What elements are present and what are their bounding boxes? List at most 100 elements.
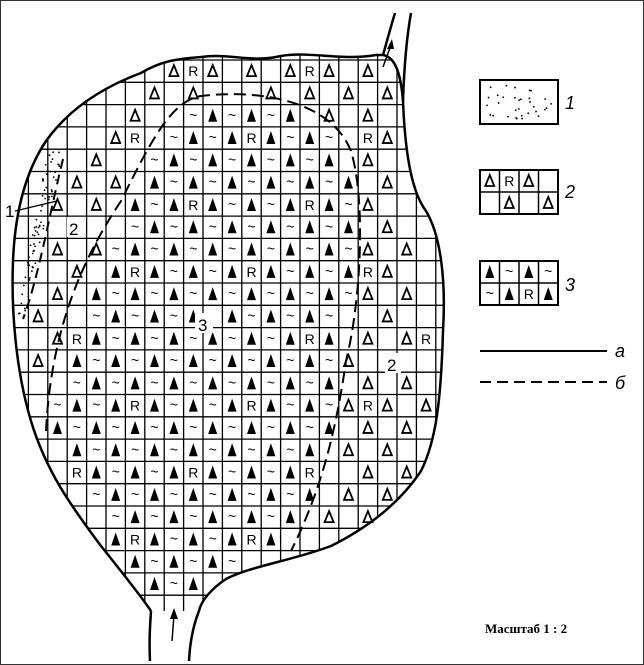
open-triangle-icon — [32, 308, 44, 323]
stipple-dot — [528, 97, 531, 100]
filled-triangle-icon — [285, 108, 295, 122]
filled-triangle-icon — [305, 443, 315, 457]
stipple-dot — [529, 101, 531, 103]
filled-triangle-icon — [247, 510, 256, 524]
tilde-symbol: ~ — [228, 196, 236, 212]
stipple-dot — [34, 245, 37, 248]
stipple-dot — [50, 189, 53, 191]
r-symbol: R — [524, 286, 534, 302]
tilde-symbol: ~ — [286, 174, 294, 190]
tilde-symbol: ~ — [189, 285, 197, 301]
stipple-dot — [28, 279, 31, 281]
stipple-dot — [24, 309, 27, 312]
tilde-symbol: ~ — [150, 374, 158, 390]
tilde-symbol: ~ — [150, 330, 158, 346]
tilde-symbol: ~ — [209, 397, 217, 413]
stipple-dot — [22, 284, 25, 287]
stipple-dot — [489, 86, 492, 89]
tilde-symbol: ~ — [228, 508, 236, 524]
stipple-dot — [35, 218, 38, 221]
tilde-symbol: ~ — [286, 307, 294, 323]
tilde-symbol: ~ — [112, 330, 120, 346]
r-symbol: R — [305, 197, 315, 213]
open-triangle-icon — [342, 486, 355, 501]
filled-triangle-icon — [208, 331, 218, 345]
filled-triangle-icon — [266, 443, 276, 457]
label-bg — [195, 313, 213, 333]
open-triangle-icon — [71, 263, 83, 278]
tilde-symbol: ~ — [189, 419, 197, 435]
tilde-symbol: ~ — [112, 419, 120, 435]
tilde-symbol: ~ — [247, 307, 255, 323]
filled-triangle-icon — [111, 532, 121, 546]
tilde-symbol: ~ — [209, 263, 217, 279]
open-triangle-icon — [362, 508, 374, 524]
tilde-symbol: ~ — [112, 241, 120, 257]
stipple-dot — [515, 117, 518, 120]
r-symbol: R — [421, 331, 431, 347]
filled-triangle-icon — [169, 287, 179, 301]
open-triangle-icon — [381, 218, 394, 234]
filled-triangle-icon — [227, 487, 237, 501]
label-bg — [385, 353, 401, 373]
tilde-symbol: ~ — [286, 441, 294, 457]
filled-triangle-icon — [227, 175, 237, 189]
tilde-symbol: ~ — [286, 218, 294, 234]
filled-triangle-icon — [247, 197, 256, 211]
tilde-symbol: ~ — [170, 575, 178, 591]
r-symbol: R — [305, 331, 315, 347]
boundary-dashed-zone1 — [22, 158, 64, 320]
filled-triangle-icon — [150, 487, 159, 501]
filled-triangle-icon — [285, 153, 295, 167]
map-label-zone3: 3 — [198, 316, 207, 335]
flow-arrow-top-icon — [382, 39, 394, 68]
filled-triangle-icon — [130, 554, 140, 568]
filled-triangle-icon — [169, 465, 179, 479]
tilde-symbol: ~ — [286, 263, 294, 279]
filled-triangle-icon — [208, 510, 218, 524]
filled-triangle-icon — [130, 510, 140, 524]
stipple-dot — [31, 252, 34, 255]
stipple-dot — [514, 86, 516, 89]
filled-triangle-icon — [247, 331, 256, 345]
filled-triangle-icon — [188, 577, 198, 591]
filled-triangle-icon — [485, 265, 495, 278]
tilde-symbol: ~ — [112, 285, 120, 301]
stipple-dot — [520, 98, 522, 101]
open-triangle-icon — [245, 62, 258, 78]
r-symbol: R — [188, 197, 198, 213]
open-triangle-icon — [362, 151, 374, 167]
open-triangle-icon — [90, 241, 103, 256]
tilde-symbol: ~ — [131, 486, 139, 502]
filled-triangle-icon — [169, 554, 179, 568]
r-symbol: R — [363, 130, 373, 146]
open-triangle-icon — [381, 129, 394, 144]
filled-triangle-icon — [247, 420, 256, 434]
filled-triangle-icon — [247, 242, 256, 256]
tilde-symbol: ~ — [228, 151, 236, 167]
filled-triangle-icon — [227, 220, 237, 234]
filled-triangle-icon — [150, 264, 159, 278]
tilde-symbol: ~ — [228, 553, 236, 569]
stipple-dot — [31, 234, 34, 236]
filled-triangle-icon — [285, 242, 295, 256]
tilde-symbol: ~ — [267, 285, 275, 301]
scale-text: Масштаб 1 : 2 — [485, 621, 567, 636]
stipple-dot — [535, 110, 537, 113]
open-triangle-icon — [400, 374, 413, 390]
tilde-symbol: ~ — [228, 285, 236, 301]
open-triangle-icon — [400, 285, 413, 301]
tilde-symbol: ~ — [325, 218, 333, 234]
filled-triangle-icon — [266, 398, 276, 412]
filled-triangle-icon — [130, 465, 140, 479]
filled-triangle-icon — [324, 420, 334, 434]
stipple-dot — [489, 114, 492, 116]
filled-triangle-icon — [169, 153, 179, 167]
filled-triangle-icon — [188, 443, 198, 457]
open-triangle-icon — [109, 174, 122, 189]
filled-triangle-icon — [285, 197, 295, 211]
stipple-dot — [50, 160, 53, 163]
label-bg — [67, 217, 83, 237]
filled-triangle-icon — [266, 309, 276, 323]
tilde-symbol: ~ — [170, 530, 178, 546]
